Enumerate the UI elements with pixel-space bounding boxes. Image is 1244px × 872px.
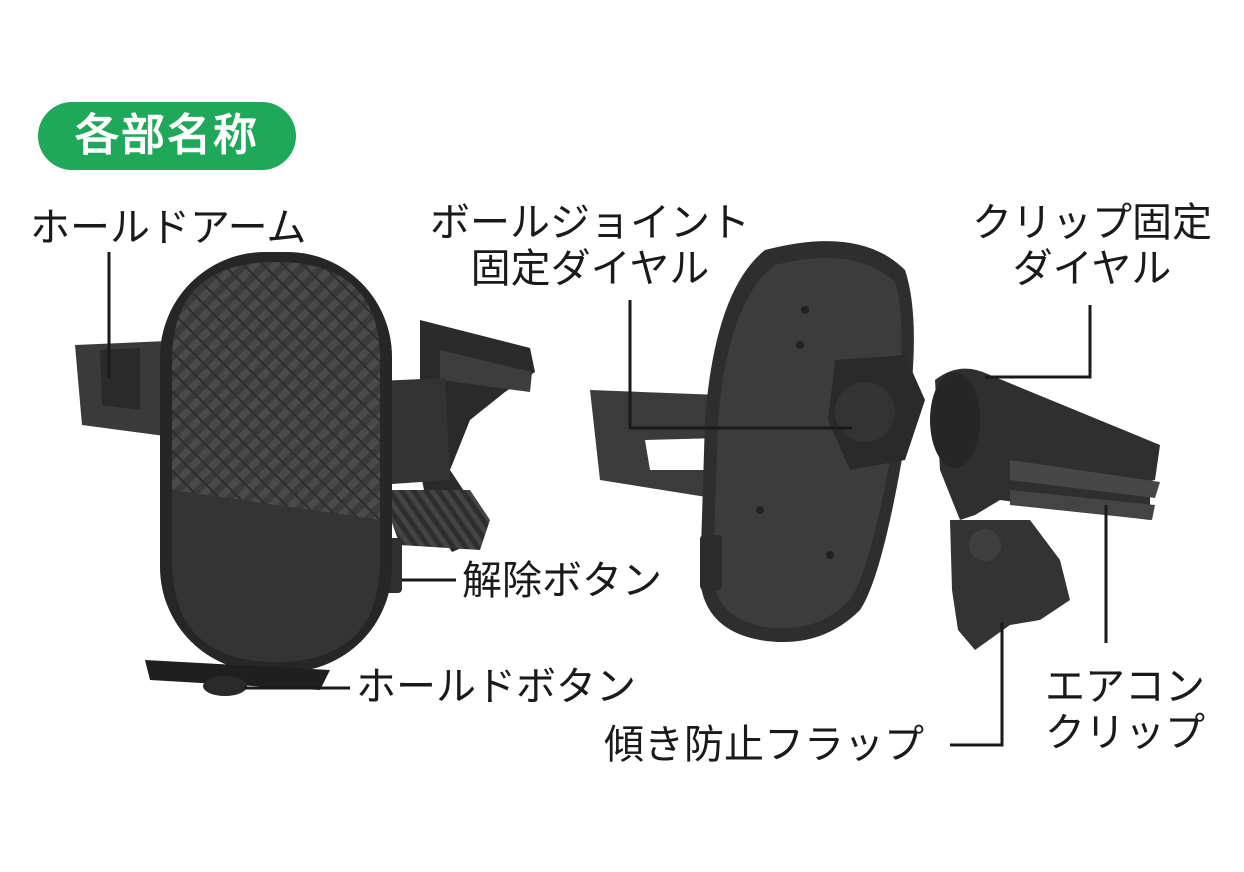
label-ac-clip-line1: エアコン bbox=[1045, 664, 1205, 710]
label-ball-joint-dial-line2: 固定ダイヤル bbox=[470, 246, 710, 292]
tilt-flap-shape bbox=[950, 520, 1070, 650]
leader-clip-dial bbox=[985, 305, 1092, 379]
label-ac-clip-line2: クリップ bbox=[1045, 710, 1205, 756]
label-hold-arm: ホールドアーム bbox=[30, 205, 307, 251]
leader-tilt-flap bbox=[950, 622, 1004, 747]
leader-lines bbox=[107, 252, 1108, 747]
section-title-badge: 各部名称 bbox=[38, 102, 296, 170]
label-hold-button: ホールドボタン bbox=[356, 664, 636, 710]
label-clip-dial-line1: クリップ固定 bbox=[972, 200, 1212, 246]
left-holder-body bbox=[160, 252, 392, 672]
left-vent-clip bbox=[380, 320, 535, 552]
right-holder-body bbox=[590, 241, 914, 643]
hold-button-shape bbox=[145, 660, 330, 696]
clip-dial-shape bbox=[930, 372, 980, 468]
label-clip-dial: クリップ固定 ダイヤル bbox=[962, 200, 1222, 292]
label-tilt-flap: 傾き防止フラップ bbox=[604, 722, 924, 768]
label-ball-joint-dial: ボールジョイント 固定ダイヤル bbox=[425, 200, 755, 292]
ball-joint-dial-shape bbox=[828, 355, 925, 470]
label-release-button: 解除ボタン bbox=[462, 558, 662, 604]
label-clip-dial-line2: ダイヤル bbox=[1012, 246, 1172, 292]
label-ball-joint-dial-line1: ボールジョイント bbox=[430, 200, 750, 246]
label-ac-clip: エアコン クリップ bbox=[1040, 664, 1210, 756]
leader-ball-joint-dial bbox=[628, 300, 852, 430]
right-ac-clip bbox=[930, 368, 1160, 520]
